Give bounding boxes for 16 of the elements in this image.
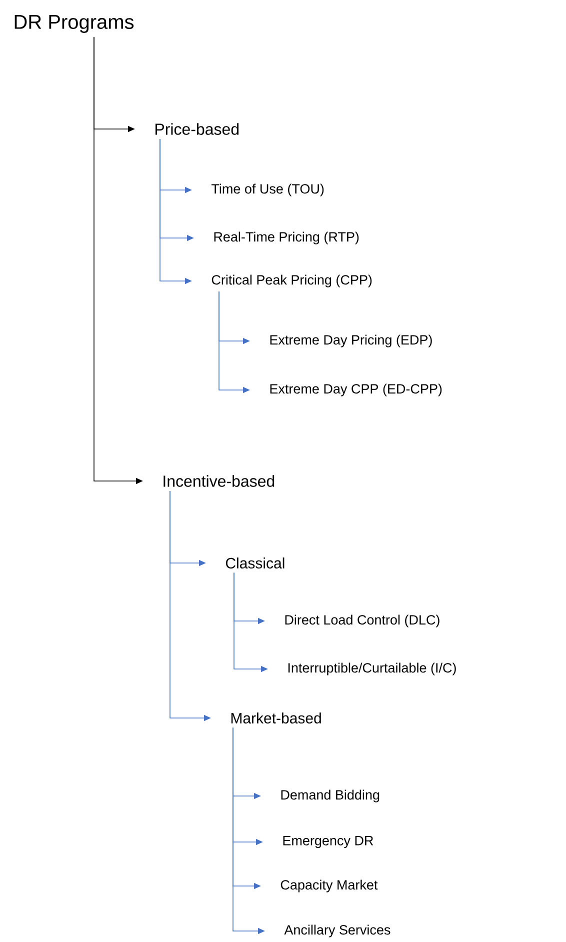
tree-label: Capacity Market bbox=[280, 880, 378, 892]
tree-label: Market-based bbox=[231, 712, 321, 724]
tree-label: Demand Bidding bbox=[281, 790, 380, 802]
tree-label: Ancillary Services bbox=[284, 924, 390, 938]
tree-label: Real-Time Pricing (RTP) bbox=[214, 232, 359, 244]
tree-label: Price-based bbox=[156, 123, 239, 135]
tree-label: Emergency DR bbox=[283, 836, 374, 848]
tree-label: DR Programs bbox=[14, 15, 134, 33]
tree-label: Critical Peak Pricing (CPP) bbox=[212, 274, 372, 288]
tree-label: Interruptible/Curtailable (I/C) bbox=[288, 662, 456, 676]
tree-label: Time of Use (TOU) bbox=[212, 184, 324, 196]
tree-label: Extreme Day Pricing (EDP) bbox=[270, 334, 432, 348]
tree-label: Incentive-based bbox=[164, 475, 274, 487]
tree-label: Direct Load Control (DLC) bbox=[285, 614, 440, 628]
tree-label: Extreme Day CPP (ED-CPP) bbox=[270, 384, 442, 396]
tree-label: Classical bbox=[226, 558, 284, 568]
